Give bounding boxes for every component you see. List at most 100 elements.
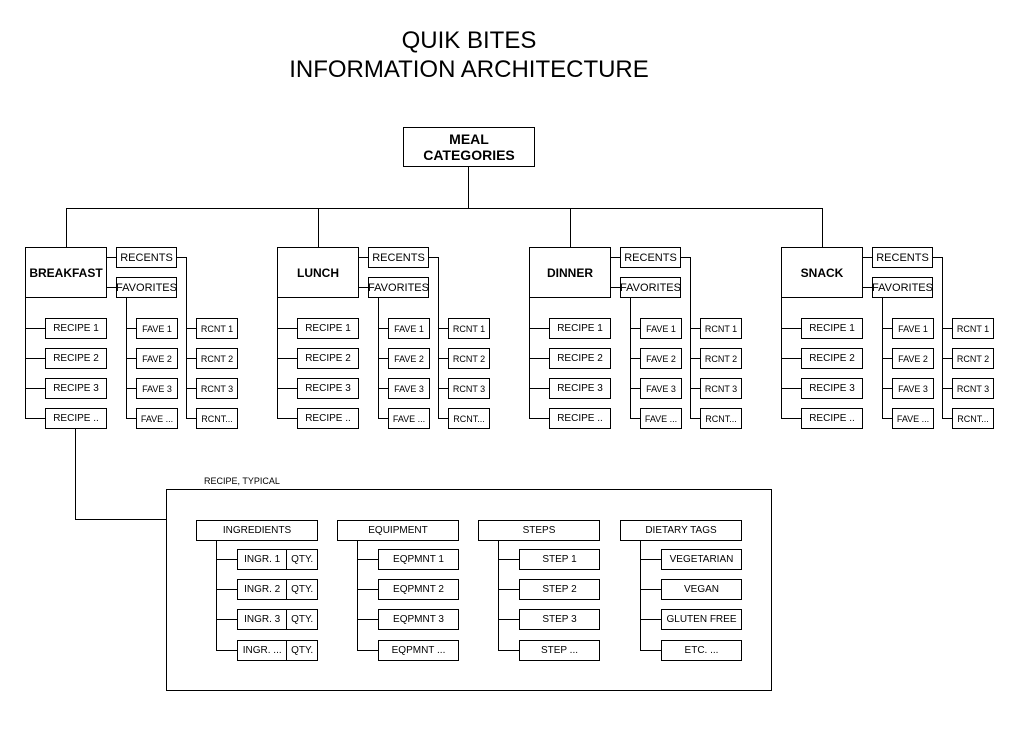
recents-node: RECENTS (116, 247, 177, 268)
favorites-label: FAVORITES (116, 281, 177, 294)
recipe-node: RECIPE 1 (297, 318, 359, 339)
category-bus (66, 208, 822, 209)
equipment-spine (357, 541, 358, 651)
root-node-meal-categories: MEAL CATEGORIES (403, 127, 535, 167)
recent-node: RCNT... (700, 408, 742, 429)
recipe-branch (529, 328, 549, 329)
fave-branch (126, 418, 136, 419)
recipe-branch (529, 418, 549, 419)
fave-node: FAVE 3 (388, 378, 430, 399)
recipe-label: RECIPE .. (557, 412, 603, 424)
fave-branch (882, 328, 892, 329)
fave-node: FAVE 1 (136, 318, 178, 339)
recent-node: RCNT 2 (952, 348, 994, 369)
fave-label: FAVE 1 (394, 323, 424, 334)
recent-node: RCNT 1 (196, 318, 238, 339)
recipe-branch (25, 418, 45, 419)
fave-branch (882, 358, 892, 359)
steps-header-label: STEPS (522, 524, 556, 536)
fave-label: FAVE 1 (898, 323, 928, 334)
recipe-label: RECIPE 1 (557, 322, 603, 334)
recipe-label: RECIPE 3 (557, 382, 603, 394)
steps-item-node: STEP ... (519, 640, 600, 661)
recipe-branch (277, 328, 297, 329)
fave-node: FAVE ... (640, 408, 682, 429)
recipe-node: RECIPE 2 (45, 348, 107, 369)
root-node-label-line-2: CATEGORIES (423, 147, 515, 163)
recipe-label: RECIPE 1 (305, 322, 351, 334)
fave-node: FAVE 3 (892, 378, 934, 399)
recipe-label: RECIPE 3 (305, 382, 351, 394)
dietary-tags-branch (640, 650, 661, 651)
steps-branch (498, 589, 519, 590)
steps-branch (498, 650, 519, 651)
recents-link (863, 257, 872, 258)
recents-link (359, 257, 368, 258)
recent-branch (438, 388, 448, 389)
steps-header: STEPS (478, 520, 600, 541)
fave-label: FAVE 2 (898, 353, 928, 364)
equipment-item-node: EQPMNT 3 (378, 609, 459, 630)
recents-spine (438, 257, 439, 419)
recipe-branch (277, 358, 297, 359)
fave-branch (882, 418, 892, 419)
fave-node: FAVE 1 (892, 318, 934, 339)
category-drop-line (66, 208, 67, 247)
recents-link (611, 257, 620, 258)
category-node: BREAKFAST (25, 247, 107, 298)
ingredients-header: INGREDIENTS (196, 520, 318, 541)
recipe-branch (25, 328, 45, 329)
recent-node: RCNT... (196, 408, 238, 429)
recipe-node: RECIPE 3 (801, 378, 863, 399)
recipe-label: RECIPE 2 (557, 352, 603, 364)
dietary-tags-header-label: DIETARY TAGS (645, 524, 717, 536)
favorites-label: FAVORITES (872, 281, 933, 294)
fave-label: FAVE ... (644, 413, 678, 424)
recent-node: RCNT 2 (196, 348, 238, 369)
steps-item-label: STEP 2 (542, 583, 577, 595)
equipment-branch (357, 589, 378, 590)
fave-label: FAVE 3 (142, 383, 172, 394)
fave-node: FAVE 3 (136, 378, 178, 399)
favorites-link (611, 287, 620, 288)
category-drop-line (822, 208, 823, 247)
fave-node: FAVE 2 (640, 348, 682, 369)
recipe-branch (781, 328, 801, 329)
equipment-branch (357, 650, 378, 651)
recents-label: RECENTS (372, 251, 425, 264)
ingredients-branch (216, 650, 237, 651)
recent-label: RCNT 2 (452, 353, 486, 364)
fave-branch (126, 388, 136, 389)
category-drop-line (570, 208, 571, 247)
recipe-label: RECIPE .. (305, 412, 351, 424)
equipment-header: EQUIPMENT (337, 520, 459, 541)
favorites-link (359, 287, 368, 288)
ingredients-branch (216, 619, 237, 620)
recent-node: RCNT 1 (700, 318, 742, 339)
recent-node: RCNT 3 (700, 378, 742, 399)
recent-node: RCNT 1 (952, 318, 994, 339)
recent-branch (690, 388, 700, 389)
fave-label: FAVE 3 (394, 383, 424, 394)
recipe-node: RECIPE .. (801, 408, 863, 429)
recent-label: RCNT 1 (956, 323, 990, 334)
steps-item-node: STEP 3 (519, 609, 600, 630)
recipe-label: RECIPE 3 (809, 382, 855, 394)
fave-branch (630, 358, 640, 359)
recent-label: RCNT 2 (200, 353, 234, 364)
recents-label: RECENTS (120, 251, 173, 264)
recent-branch (942, 388, 952, 389)
recipe-node: RECIPE 2 (801, 348, 863, 369)
dietary-tags-item-label: ETC. ... (684, 644, 719, 656)
equipment-header-label: EQUIPMENT (368, 524, 428, 536)
dietary-tags-item-label: VEGETARIAN (669, 553, 734, 565)
fave-branch (126, 358, 136, 359)
fave-label: FAVE 1 (646, 323, 676, 334)
ingredient-qty: QTY. (291, 613, 314, 625)
recipe-detail-connector-vertical (75, 428, 76, 519)
dietary-tags-branch (640, 559, 661, 560)
category-drop-line (318, 208, 319, 247)
fave-label: FAVE 2 (142, 353, 172, 364)
recipe-node: RECIPE 3 (549, 378, 611, 399)
fave-branch (630, 328, 640, 329)
